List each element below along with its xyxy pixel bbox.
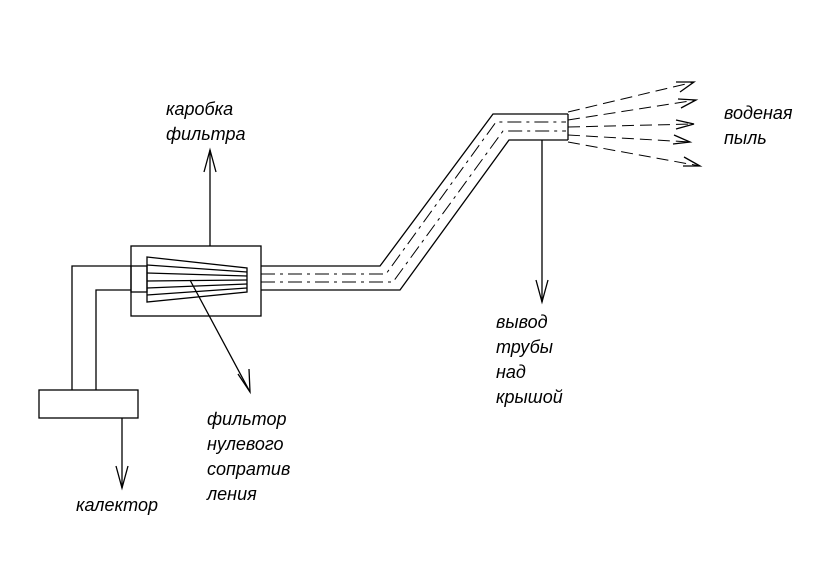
- pipe-outlet-label-line: вывод: [496, 312, 548, 332]
- collector-label: калектор: [76, 493, 158, 518]
- filter-box-label-line: фильтра: [166, 124, 246, 144]
- filter-label-line: ления: [207, 484, 257, 504]
- pipe-outlet-label: вывод трубы над крышой: [496, 310, 563, 410]
- collector-arrowhead: [115, 465, 129, 491]
- filter-pointer-arrow: [189, 279, 251, 393]
- water-dust-label-line: пыль: [724, 128, 767, 148]
- filter-box-label-line: каробка: [166, 99, 234, 119]
- filter-label-line: фильтор: [207, 409, 287, 429]
- collector-block: [38, 389, 139, 419]
- inlet-flange: [130, 265, 148, 293]
- inlet-pipe: [71, 265, 131, 390]
- filter-pointer-arrowhead: [237, 368, 251, 395]
- filter-box: [130, 245, 262, 317]
- pipe-outlet-arrowhead: [535, 279, 549, 305]
- pipe-outlet-label-line: трубы: [496, 337, 553, 357]
- water-dust-label-line: воденая: [724, 103, 793, 123]
- filter-label-line: нулевого: [207, 434, 284, 454]
- zero-resistance-filter-label: фильтор нулевого сопратив ления: [207, 407, 290, 507]
- cone-filter: [146, 256, 248, 303]
- outlet-pipe: [261, 113, 569, 291]
- pipe-outlet-label-line: крышой: [496, 387, 563, 407]
- filter-box-arrowhead: [203, 147, 217, 173]
- pipe-outlet-label-line: над: [496, 362, 526, 382]
- filter-box-label: каробка фильтра: [166, 97, 245, 147]
- collector-label-line: калектор: [76, 495, 158, 515]
- water-spray: [567, 81, 703, 167]
- water-dust-label: воденая пыль: [724, 101, 793, 151]
- filter-label-line: сопратив: [207, 459, 291, 479]
